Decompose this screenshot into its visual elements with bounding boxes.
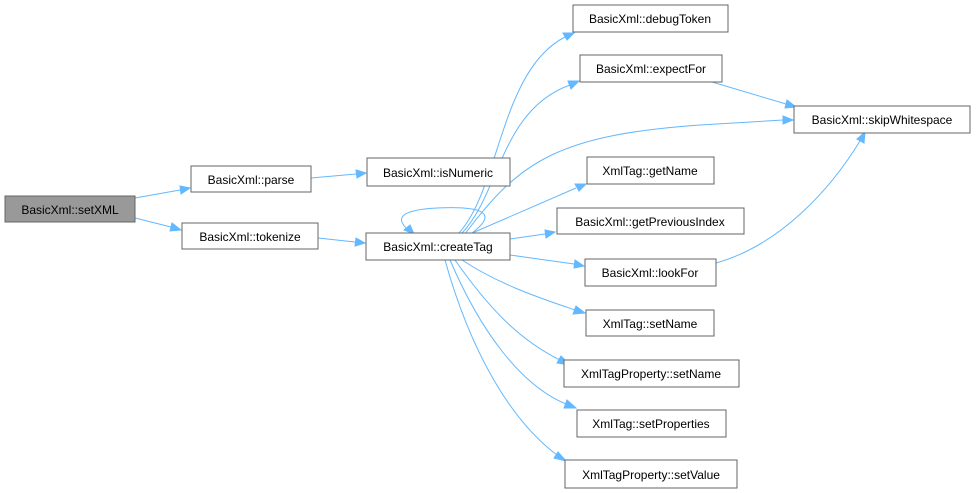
node-debugtoken[interactable]: BasicXml::debugToken [572,4,729,33]
node-createtag[interactable]: BasicXml::createTag [365,232,511,261]
node-prop-setvalue[interactable]: XmlTagProperty::setValue [564,459,738,489]
node-isnumeric[interactable]: BasicXml::isNumeric [366,157,511,187]
node-getpreviousindex[interactable]: BasicXml::getPreviousIndex [556,207,745,235]
node-label: BasicXml::lookFor [602,266,699,280]
node-tag-setname[interactable]: XmlTag::setName [585,309,715,337]
node-label: BasicXml::skipWhitespace [812,113,953,127]
node-label: XmlTag::setProperties [592,417,709,431]
edge-createtag-self [401,207,486,235]
node-label: BasicXml::debugToken [589,12,711,26]
node-label: BasicXml::parse [208,173,295,187]
node-label: BasicXml::getPreviousIndex [575,215,724,229]
node-label: BasicXml::createTag [383,240,492,254]
node-expectfor[interactable]: BasicXml::expectFor [579,54,723,83]
edge-createtag-setproperties [449,259,578,409]
node-label: BasicXml::setXML [21,203,119,217]
node-setxml[interactable]: BasicXml::setXML [4,195,136,223]
edge-setxml-parse [134,185,192,199]
edge-createtag-getname [469,183,588,235]
edge-createtag-prop-setvalue [444,259,568,462]
edge-parse-isnumeric [310,169,368,179]
node-label: BasicXml::tokenize [199,230,301,244]
edge-expectfor-skipwhitespace [711,81,798,109]
node-label: XmlTag::setName [603,317,698,331]
node-skipwhitespace[interactable]: BasicXml::skipWhitespace [793,105,971,134]
edge-lookfor-skipwhitespace [715,130,866,264]
node-getname[interactable]: XmlTag::getName [586,156,715,185]
node-lookfor[interactable]: BasicXml::lookFor [584,258,717,287]
node-label: BasicXml::expectFor [596,62,706,76]
node-label: XmlTagProperty::setName [581,367,721,381]
node-setproperties[interactable]: XmlTag::setProperties [576,409,727,438]
edge-createtag-skipwhitespace [464,115,795,235]
edge-createtag-prop-setname [454,259,572,366]
node-parse[interactable]: BasicXml::parse [190,165,312,193]
edge-createtag-debugtoken [457,32,576,235]
node-label: XmlTagProperty::setValue [582,468,720,482]
edge-createtag-getpreviousindex [509,229,557,240]
edge-createtag-tag-setname [461,259,587,315]
edge-createtag-expectfor [460,80,581,235]
edge-createtag-lookfor [509,254,586,269]
edge-setxml-tokenize [134,217,183,232]
node-prop-setname[interactable]: XmlTagProperty::setName [563,359,740,388]
node-label: BasicXml::isNumeric [383,166,493,180]
node-tokenize[interactable]: BasicXml::tokenize [181,222,319,250]
edge-tokenize-createtag [317,237,367,247]
node-label: XmlTag::getName [602,164,698,178]
